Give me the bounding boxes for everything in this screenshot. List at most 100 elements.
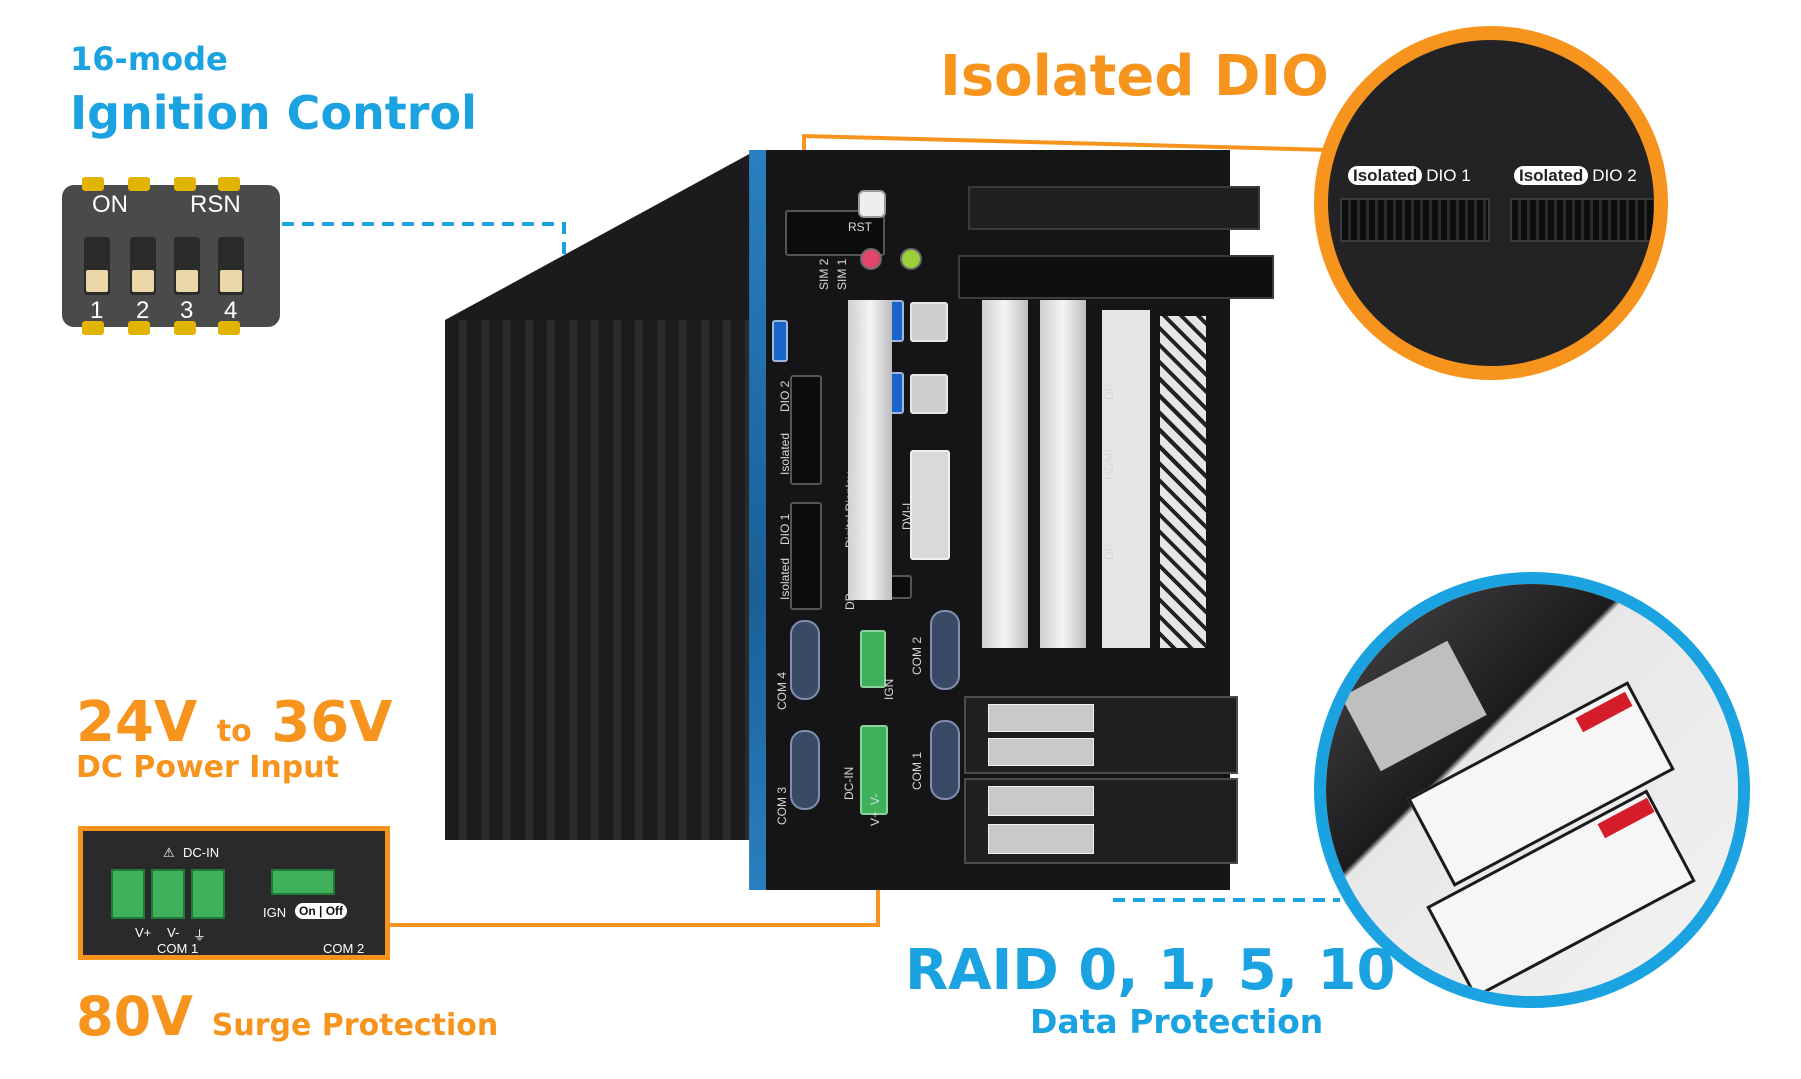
gpu-bracket-top xyxy=(958,255,1274,299)
dip-pin xyxy=(128,177,150,191)
panel-label-dio1: DIO 1 xyxy=(778,513,792,545)
dip-pin xyxy=(218,177,240,191)
raid-bay-lower xyxy=(964,778,1238,864)
panel-label-v-minus: V- xyxy=(868,793,882,805)
terminal-v-minus xyxy=(151,869,185,919)
ignition-mode-text: 16-mode xyxy=(70,40,228,78)
dip-pin xyxy=(174,177,196,191)
inset-ign: IGN xyxy=(263,905,287,920)
raid-tray xyxy=(988,824,1094,854)
raid-bay-upper xyxy=(964,696,1238,774)
inset-v-plus: V+ xyxy=(135,925,152,940)
usb-port xyxy=(772,320,788,362)
dip-rsn-label: RSN xyxy=(190,191,241,218)
inset-com1: COM 1 xyxy=(157,941,199,956)
panel-label-dc-in: DC-IN xyxy=(842,766,856,800)
inset-ign-toggle: On | Off xyxy=(295,903,348,919)
panel-label-v-plus: V+ xyxy=(868,810,882,826)
pcie-slot-cover-1 xyxy=(982,300,1028,648)
ign-terminal xyxy=(860,630,886,688)
dc-power-input-label: DC Power Input xyxy=(76,750,339,785)
dip-switch-1 xyxy=(84,237,110,295)
dip-pin xyxy=(218,321,240,335)
surge-label: Surge Protection xyxy=(211,1008,499,1043)
panel-label-ign: IGN xyxy=(882,678,896,700)
inset-v-minus: V- xyxy=(167,925,180,940)
surge-protection: 80V Surge Protection xyxy=(76,985,498,1048)
pcie-slot-cover xyxy=(848,300,892,600)
voltage-low: 24V xyxy=(76,690,198,755)
raid-subtitle: Data Protection xyxy=(1030,1002,1324,1041)
dio2-connector xyxy=(1510,198,1654,242)
panel-label-lan2: LAN 2 xyxy=(848,311,862,345)
dip-pin xyxy=(82,321,104,335)
panel-label-com3: COM 3 xyxy=(775,786,789,825)
voltage-range: 24V to 36V xyxy=(76,690,393,755)
audio-mic-jack xyxy=(860,248,882,270)
com2-port xyxy=(930,610,960,690)
gpu-bracket-vent xyxy=(1160,316,1206,648)
pcie-slot-cover-2 xyxy=(1040,300,1086,648)
com4-port xyxy=(790,620,820,700)
warning-icon: ⚠ xyxy=(163,845,175,860)
panel-label-dio2: DIO 2 xyxy=(778,380,792,412)
panel-label-rst: RST xyxy=(848,220,872,234)
dc-in-terminal xyxy=(860,725,888,815)
dc-in-closeup: ⚠ DC-IN V+ V- ⏚ COM 1 COM 2 IGN On | Off xyxy=(78,826,390,960)
chassis-blue-accent xyxy=(749,150,766,890)
terminal-ign xyxy=(271,869,335,895)
dip-on-label: ON xyxy=(92,191,128,218)
ignition-title: Ignition Control xyxy=(70,86,477,140)
voltage-high: 36V xyxy=(271,690,393,755)
dip-switch: ON RSN 1 2 3 4 xyxy=(62,177,280,335)
panel-label-isolated-dio1: Isolated xyxy=(778,557,792,600)
gpu-bracket-ports xyxy=(1102,310,1150,648)
dip-number-4: 4 xyxy=(224,297,238,324)
dio2-header xyxy=(790,375,822,485)
surge-value: 80V xyxy=(76,985,193,1048)
panel-label-dvi: DVI-I xyxy=(900,502,914,530)
reset-button xyxy=(858,190,886,218)
lan1-port xyxy=(910,374,948,414)
dip-pin xyxy=(128,321,150,335)
com1-port xyxy=(930,720,960,800)
inset-com2: COM 2 xyxy=(323,941,365,956)
terminal-v-plus xyxy=(111,869,145,919)
terminal-gnd xyxy=(191,869,225,919)
voltage-to: to xyxy=(216,714,252,749)
dvi-port xyxy=(910,450,950,560)
dc-in-inset-label: DC-IN xyxy=(183,845,220,860)
com3-port xyxy=(790,730,820,810)
gpu-label-dp: DP xyxy=(1102,383,1116,400)
ground-icon: ⏚ xyxy=(193,928,207,943)
gpu-label-dp-2: DP xyxy=(1102,543,1116,560)
raid-tray xyxy=(988,738,1094,766)
dip-number-3: 3 xyxy=(180,297,194,324)
lan2-port xyxy=(910,302,948,342)
gpu-label-hdmi: HDMI xyxy=(1102,449,1116,480)
dip-pin xyxy=(82,177,104,191)
dio1-header xyxy=(790,502,822,610)
dip-number-2: 2 xyxy=(136,297,150,324)
dio-title: Isolated DIO xyxy=(940,44,1329,109)
dip-switch-2 xyxy=(130,237,156,295)
audio-out-jack xyxy=(900,248,922,270)
dip-pin xyxy=(174,321,196,335)
raid-closeup xyxy=(1314,572,1750,1008)
panel-label-isolated-dio2: Isolated xyxy=(778,432,792,475)
panel-label-sim1: SIM 1 xyxy=(835,258,849,290)
dip-switch-4 xyxy=(218,237,244,295)
dio1-connector xyxy=(1340,198,1490,242)
raid-tray xyxy=(988,704,1094,732)
panel-label-digital-display: Digital Display xyxy=(843,471,857,548)
expansion-top-cover xyxy=(968,186,1260,230)
panel-label-sim2: SIM 2 xyxy=(817,258,831,290)
dip-number-1: 1 xyxy=(90,297,104,324)
dip-switch-3 xyxy=(174,237,200,295)
panel-label-lan1: LAN 1 xyxy=(848,381,862,415)
raid-title: RAID 0, 1, 5, 10 xyxy=(905,938,1396,1003)
panel-label-com4: COM 4 xyxy=(775,671,789,710)
